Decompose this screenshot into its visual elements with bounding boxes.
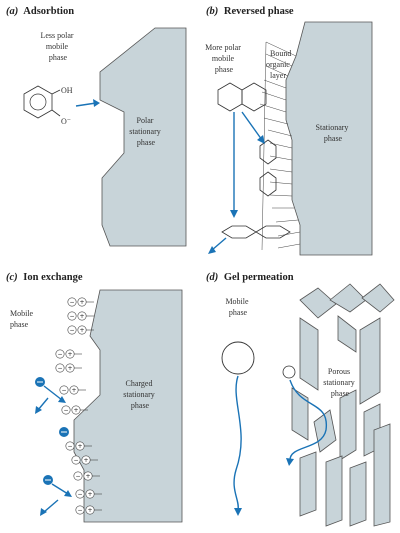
anion-site-icon bbox=[67, 325, 77, 335]
panel-d-title: (d) Gel permeation bbox=[206, 272, 294, 283]
minus-sign: − bbox=[77, 507, 82, 514]
plus-sign: + bbox=[85, 473, 90, 480]
small-molecule-path bbox=[289, 379, 327, 461]
anion-site-icon bbox=[73, 471, 83, 481]
eluted-molecule-icon bbox=[221, 225, 291, 239]
panel-a: (a) Adsorbtion Polar stationary phase Le… bbox=[6, 6, 187, 247]
panel-c: (c) Ion exchange Charged stationary phas… bbox=[6, 272, 183, 523]
panel-a-arrowhead-icon bbox=[93, 99, 100, 107]
panel-b: (b) Reversed phase More polar bbox=[205, 6, 373, 256]
panel-c-flow-arrow-1 bbox=[43, 385, 63, 401]
panel-b-title: (b) Reversed phase bbox=[206, 6, 294, 17]
panel-c-mobile-label: Mobile phase bbox=[10, 309, 35, 329]
large-molecule-arrowhead-icon bbox=[234, 508, 242, 516]
panel-c-arrowhead-4-icon bbox=[40, 508, 47, 516]
small-molecule-icon bbox=[282, 365, 296, 379]
anion-site-icon bbox=[61, 405, 71, 415]
panel-c-title: (c) Ion exchange bbox=[6, 272, 83, 283]
panel-b-arrowhead-2-icon bbox=[257, 135, 265, 144]
panel-b-exit-arrowhead-icon bbox=[208, 246, 216, 254]
ion-pairs: −+−+−+−+−+−+−+−+−+−+−+−+ bbox=[55, 297, 102, 515]
plus-sign: + bbox=[87, 507, 92, 514]
oh-label: OH bbox=[61, 86, 73, 95]
panel-b-exit-arrow bbox=[211, 237, 227, 251]
plus-sign: + bbox=[83, 457, 88, 464]
plus-sign: + bbox=[67, 351, 72, 358]
anion-site-icon bbox=[75, 489, 85, 499]
plus-sign: + bbox=[87, 491, 92, 498]
large-molecule-icon bbox=[221, 341, 255, 375]
panel-c-flow-arrow-2 bbox=[37, 397, 49, 411]
anion-site-icon bbox=[65, 441, 75, 451]
minus-sign: − bbox=[63, 407, 68, 414]
panel-b-stationary-phase bbox=[285, 21, 373, 256]
large-molecule-path bbox=[233, 375, 242, 511]
minus-sign: − bbox=[61, 387, 66, 394]
panel-c-stationary-phase bbox=[73, 289, 183, 523]
panel-d: (d) Gel permeation Mobile phase Porous bbox=[206, 272, 395, 527]
minus-sign: − bbox=[69, 299, 74, 306]
anion-site-icon bbox=[55, 349, 65, 359]
gel-particles bbox=[291, 283, 395, 527]
plus-sign: + bbox=[73, 407, 78, 414]
panel-c-arrowhead-1-icon bbox=[58, 396, 66, 403]
panel-a-mobile-label: Less polar mobile phase bbox=[40, 31, 75, 62]
o-minus-label: O⁻ bbox=[61, 117, 71, 126]
anion-site-icon bbox=[67, 297, 77, 307]
panel-b-mobile-label: More polar mobile phase bbox=[205, 43, 243, 74]
panel-a-stationary-label: Polar stationary phase bbox=[129, 116, 163, 147]
free-anion-icon bbox=[35, 377, 45, 387]
panel-a-title: (a) Adsorbtion bbox=[6, 6, 74, 17]
anion-site-icon bbox=[67, 311, 77, 321]
panel-c-flow-arrow-3 bbox=[51, 483, 69, 495]
minus-sign: − bbox=[73, 457, 78, 464]
naphthalene-molecule-icon bbox=[217, 82, 267, 112]
panel-a-stationary-phase bbox=[99, 27, 187, 247]
minus-sign: − bbox=[57, 351, 62, 358]
anion-site-icon bbox=[55, 363, 65, 373]
minus-sign: − bbox=[69, 327, 74, 334]
adsorbed-molecule-icon bbox=[259, 139, 277, 197]
anion-site-icon bbox=[59, 385, 69, 395]
free-anion-2-icon bbox=[59, 427, 69, 437]
plus-sign: + bbox=[79, 299, 84, 306]
phenolate-molecule-icon bbox=[23, 85, 61, 119]
plus-sign: + bbox=[79, 327, 84, 334]
plus-sign: + bbox=[71, 387, 76, 394]
panel-b-layer-label: Bound organic layer bbox=[266, 49, 293, 80]
panel-c-arrowhead-3-icon bbox=[64, 490, 72, 497]
panel-c-stationary-label: Charged stationary phase bbox=[123, 379, 157, 410]
panel-b-flow-arrow-2 bbox=[241, 111, 263, 141]
small-molecule-arrowhead-icon bbox=[286, 458, 294, 466]
plus-sign: + bbox=[67, 365, 72, 372]
minus-sign: − bbox=[75, 473, 80, 480]
plus-sign: + bbox=[79, 313, 84, 320]
panel-d-stationary-label: Porous stationary phase bbox=[323, 367, 357, 398]
panel-b-arrowhead-icon bbox=[230, 210, 238, 218]
minus-sign: − bbox=[69, 313, 74, 320]
panel-a-flow-arrow bbox=[75, 102, 97, 107]
plus-sign: + bbox=[77, 443, 82, 450]
panel-c-flow-arrow-4 bbox=[43, 499, 59, 513]
free-anion-3-icon bbox=[43, 475, 53, 485]
minus-sign: − bbox=[67, 443, 72, 450]
anion-site-icon bbox=[71, 455, 81, 465]
anion-site-icon bbox=[75, 505, 85, 515]
minus-sign: − bbox=[57, 365, 62, 372]
panel-b-stationary-label: Stationary phase bbox=[316, 123, 351, 143]
panel-d-mobile-label: Mobile phase bbox=[225, 297, 250, 317]
minus-sign: − bbox=[77, 491, 82, 498]
panel-c-arrowhead-2-icon bbox=[35, 406, 42, 414]
